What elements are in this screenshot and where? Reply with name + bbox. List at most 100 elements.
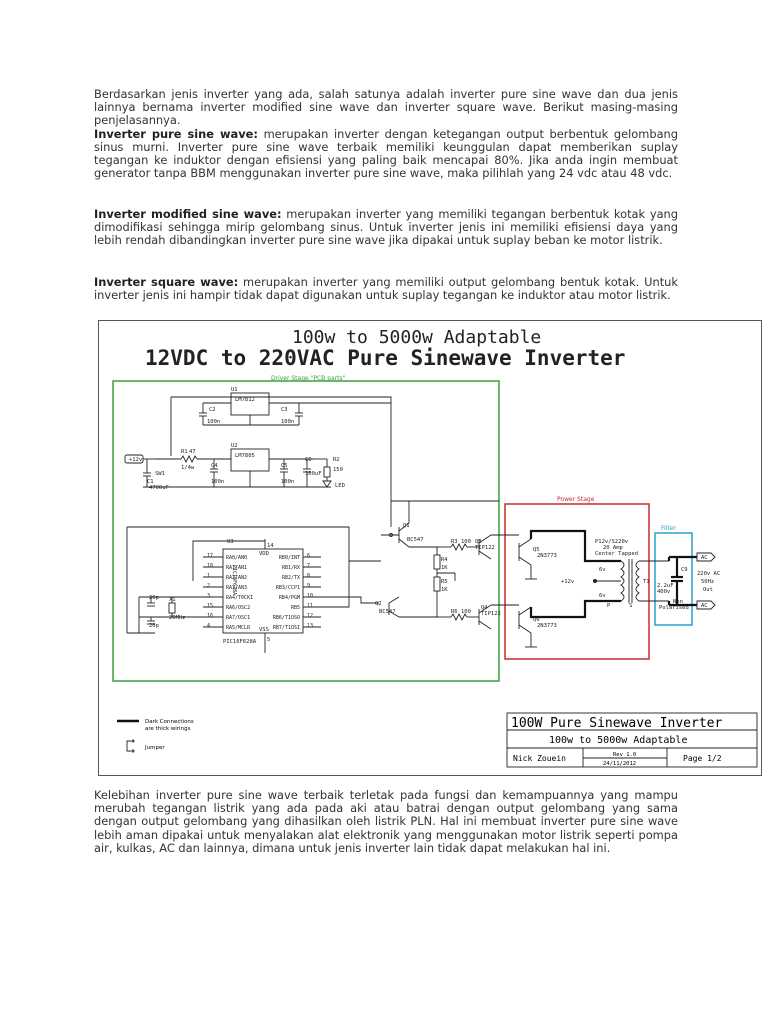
mcu-pin-left-label: RA4/T0CKI (226, 595, 253, 601)
c2-label: C2 (209, 407, 216, 413)
t1-6v-b: 6v (599, 593, 606, 599)
legend-jumper: Jumper (144, 745, 165, 751)
r3-label: R3 (451, 539, 458, 545)
r2-value: 150 (333, 467, 343, 473)
u1-label: U1 (231, 387, 238, 393)
mcu-pin-left-label: RA0/AN0 (226, 555, 247, 561)
q5-label: Q5 (533, 547, 540, 553)
q6-label: Q6 (533, 617, 540, 623)
q4-part: TIP122 (481, 611, 501, 617)
mcu-pin-left-number: 18 (207, 563, 213, 569)
driver-stage-box (112, 380, 500, 682)
mcu-pin-right-label: RB3/CCP1 (276, 585, 300, 591)
mcu-pin-right-number: 9 (307, 583, 310, 589)
mcu-pin-right-label: RB5 (291, 605, 300, 611)
q6-part: 2N3773 (537, 623, 557, 629)
schematic-drawing: 100w to 5000w Adaptable 12VDC to 220VAC … (112, 327, 758, 768)
u3-label: U3 (227, 539, 234, 545)
mcu-pin-right-number: 12 (307, 613, 313, 619)
c9-type2: Polarised (659, 605, 689, 611)
mcu-pin-left-number: 1 (207, 573, 210, 579)
mcu-pin-right-number: 6 (307, 553, 310, 559)
r6-label: R6 (451, 609, 458, 615)
r4-label: R4 (441, 557, 448, 563)
mcu-pin-right-number: 7 (307, 563, 310, 569)
q3-part: TIP122 (475, 545, 495, 551)
mcu-pin-left-number: 16 (207, 613, 213, 619)
ac-label-1: AC (701, 555, 708, 561)
u1-part: LM7812 (235, 397, 255, 403)
inverter-schematic: 100w to 5000w Adaptable 12VDC to 220VAC … (98, 320, 762, 776)
mcu-pin-left-number: 2 (207, 583, 210, 589)
c6-value: 100uF (305, 471, 322, 477)
mcu-pin-labels: RA0/AN017RA1/AN118RA2/AN21RA3/AN32RA4/T0… (207, 553, 313, 631)
schematic-title-2: 12VDC to 220VAC Pure Sinewave Inverter (145, 346, 625, 370)
mcu-pin-right-label: RB1/RX (282, 565, 300, 571)
mcu-pin-right-number: 8 (307, 573, 310, 579)
legend-dark-2: are thick wirings (145, 726, 191, 732)
driver-stage-label: Driver Stage "PCB parts" (271, 375, 346, 382)
modified-sine-heading: Inverter modified sine wave: (94, 207, 282, 221)
r1-rating: 1/4w (181, 465, 195, 471)
out-label-1: 220v AC (697, 571, 720, 577)
c4-label: C4 (211, 463, 218, 469)
input-label: +12v (129, 457, 143, 463)
mcu-pin-right-number: 10 (307, 593, 313, 599)
mcu-pin-left-number: 3 (207, 593, 210, 599)
plus12v-label: +12v (561, 579, 575, 585)
q3-label: Q3 (475, 539, 482, 545)
c9-value: 2.2uF (657, 583, 674, 589)
pure-sine-heading: Inverter pure sine wave: (94, 126, 258, 141)
square-wave-text: merupakan inverter yang memiliki output … (94, 275, 678, 303)
cap-20p-1: 20p (149, 595, 159, 601)
filter-box (654, 532, 693, 626)
vdd-pin: 14 (267, 543, 274, 549)
title-block-title: 100W Pure Sinewave Inverter (511, 716, 722, 731)
t1-desc1: P12v/S220v (595, 539, 629, 545)
u2-label: U2 (231, 443, 238, 449)
q4-label: Q4 (481, 605, 488, 611)
x1-value: 20MHz (169, 615, 186, 621)
q2-part: BC547 (379, 609, 396, 615)
c9-type1: Non (673, 599, 683, 605)
mcu-pin-left-label: RA2/AN2 (226, 575, 247, 581)
mcu-part-vertical: PIC16F628A (231, 565, 237, 595)
t1-desc2: 20 Amp (603, 545, 623, 551)
filter-label: Filter (661, 525, 676, 532)
power-stage-box (504, 503, 650, 660)
mcu-pin-left-label: RA3/AN3 (226, 585, 247, 591)
r5-value: 1K (441, 587, 448, 593)
r5-label: R5 (441, 579, 448, 585)
title-block-subtitle: 100w to 5000w Adaptable (549, 735, 687, 746)
t1-desc3: Center Tapped (595, 551, 638, 557)
title-block-author: Nick Zouein (513, 754, 566, 763)
mcu-pin-left-label: RA1/AN1 (226, 565, 247, 571)
vss-pin: 5 (267, 637, 270, 643)
schematic-title-1: 100w to 5000w Adaptable (292, 327, 541, 348)
out-label-2: 50Hz (701, 579, 714, 585)
mcu-pin-left-number: 15 (207, 603, 213, 609)
paragraph-intro: Berdasarkan jenis inverter yang ada, sal… (94, 87, 678, 180)
square-wave-heading: Inverter square wave: (94, 275, 239, 289)
q2-label: Q2 (375, 601, 382, 607)
jumper-icon (126, 739, 135, 753)
sw1-label: SW1 (155, 471, 165, 477)
c6-label: C6 (305, 457, 312, 463)
r2-label: R2 (333, 457, 340, 463)
r6-value: 100 (461, 609, 471, 615)
c9-rating: 400v (657, 589, 671, 595)
q1-part: BC547 (407, 537, 424, 543)
x1-label: X1 (169, 597, 176, 603)
mcu-pin-right-number: 11 (307, 603, 313, 609)
c5-value: 100n (281, 479, 294, 485)
r4-value: 1K (441, 565, 448, 571)
t1-label: T1 (643, 579, 650, 585)
led-label: LED (335, 483, 345, 489)
t1-p: P (607, 603, 611, 609)
c1-value: 4700uF (149, 485, 169, 491)
power-stage-label: Power Stage (557, 496, 595, 503)
mcu-pin-right-label: RB4/PGM (279, 595, 300, 601)
paragraph-square-wave: Inverter square wave: merupakan inverter… (94, 275, 678, 303)
cap-20p-2: 20p (149, 623, 159, 629)
c1-label: C1 (147, 479, 154, 485)
